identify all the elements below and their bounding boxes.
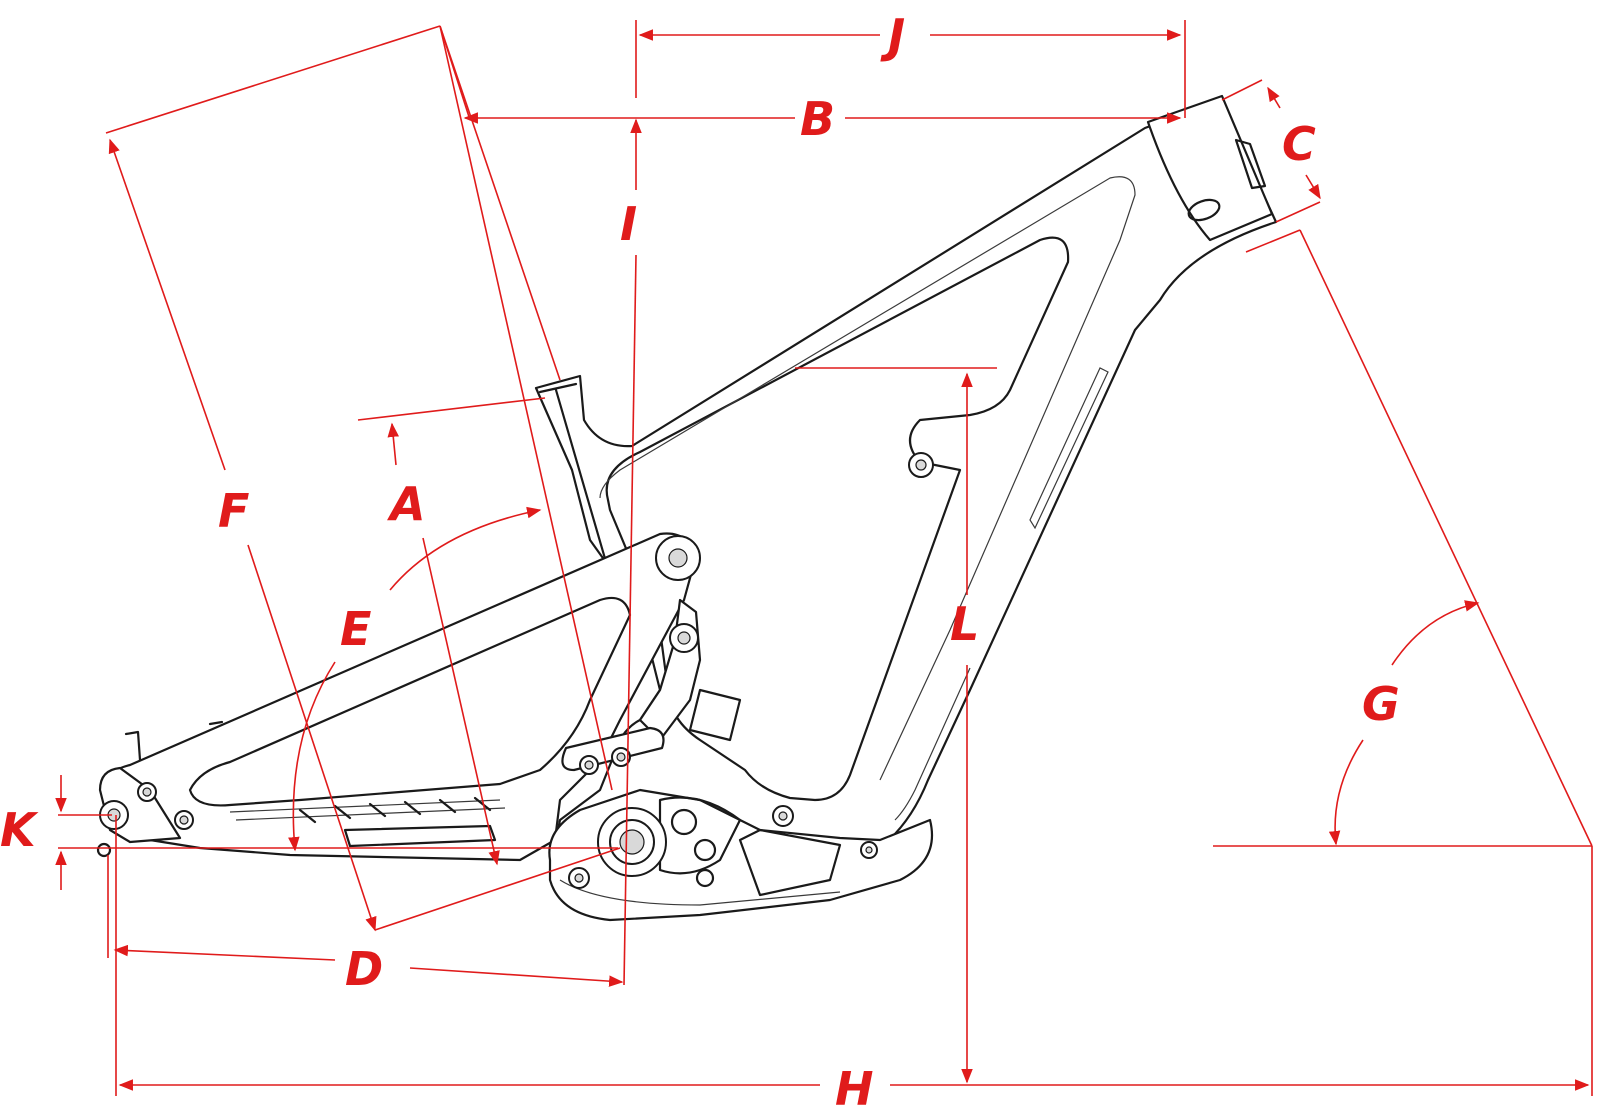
dimension-B: B [463, 92, 1182, 146]
label-J: J [880, 9, 905, 63]
label-C: C [1282, 117, 1316, 171]
main-frame [534, 94, 1278, 892]
dropout-bolt-2 [174, 810, 194, 830]
dimension-A: A [357, 397, 546, 866]
label-K: K [0, 803, 39, 857]
label-F: F [218, 484, 249, 538]
label-B: B [800, 92, 835, 146]
rear-axle-bolt [99, 800, 129, 830]
link-bolt-2 [611, 747, 631, 767]
dimension-J: J [635, 9, 1186, 118]
label-L: L [950, 597, 979, 651]
dimension-E: E [286, 506, 618, 852]
label-H: H [835, 1062, 874, 1113]
label-E: E [340, 602, 371, 656]
dimension-I: I [620, 118, 642, 986]
shock-mount-bolt [908, 452, 934, 478]
dimension-lines: F A E I J [0, 9, 1593, 1113]
link-bolt-1 [579, 755, 599, 775]
dimension-L: L [795, 367, 997, 1084]
rocker-lower-bolt [669, 623, 699, 653]
label-I: I [620, 197, 637, 251]
dimension-construction-lines [105, 25, 613, 791]
motor-bolt-3 [860, 841, 878, 859]
label-D: D [345, 942, 383, 996]
dimension-D: D [107, 855, 624, 996]
motor-gears [670, 808, 717, 888]
bike-frame-drawing [96, 94, 1278, 922]
label-A: A [387, 477, 426, 531]
motor-bolt-1 [568, 867, 590, 889]
bottom-bracket [597, 807, 667, 877]
dimension-K: K [0, 775, 286, 890]
dimension-H: H [115, 815, 1593, 1113]
rear-triangle [96, 532, 697, 862]
label-G: G [1362, 677, 1400, 731]
pivot-bolts [99, 452, 934, 889]
dimension-C: C [1221, 79, 1321, 223]
dropout-bolt-1 [137, 782, 157, 802]
rocker-pivot-bolt [655, 535, 701, 581]
dimension-F: F [108, 138, 621, 932]
motor-bolt-2 [772, 805, 794, 827]
dimension-G: G [1213, 229, 1593, 847]
